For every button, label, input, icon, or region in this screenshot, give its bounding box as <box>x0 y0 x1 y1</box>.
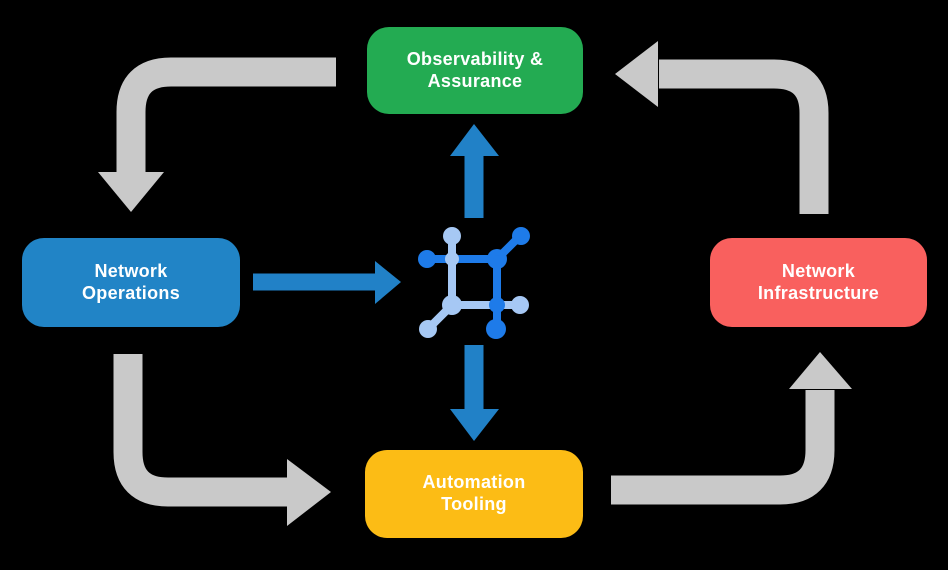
node-automation-tooling-label: Automation Tooling <box>422 472 526 514</box>
cycle-arrow-infrastructure-to-observability <box>615 41 829 214</box>
flow-arrow-operations-to-center <box>253 261 401 304</box>
node-observability-assurance-label: Observability & Assurance <box>406 48 544 91</box>
flow-arrow-center-to-observability <box>450 124 499 218</box>
node-network-infrastructure: Network Infrastructure <box>710 238 927 327</box>
node-automation-tooling: Automation Tooling <box>365 450 583 538</box>
node-observability-assurance: Observability & Assurance <box>367 27 583 114</box>
node-network-infrastructure-label: Network Infrastructure <box>757 260 880 303</box>
cycle-arrow-automation-to-infrastructure <box>611 352 852 505</box>
node-network-operations: Network Operations <box>22 238 240 327</box>
flow-arrow-center-to-automation <box>450 345 499 441</box>
network-mesh-icon <box>418 227 530 339</box>
cycle-arrow-observability-to-operations <box>98 57 336 212</box>
node-network-operations-label: Network Operations <box>81 260 181 303</box>
cycle-arrow-operations-to-automation <box>113 354 331 526</box>
